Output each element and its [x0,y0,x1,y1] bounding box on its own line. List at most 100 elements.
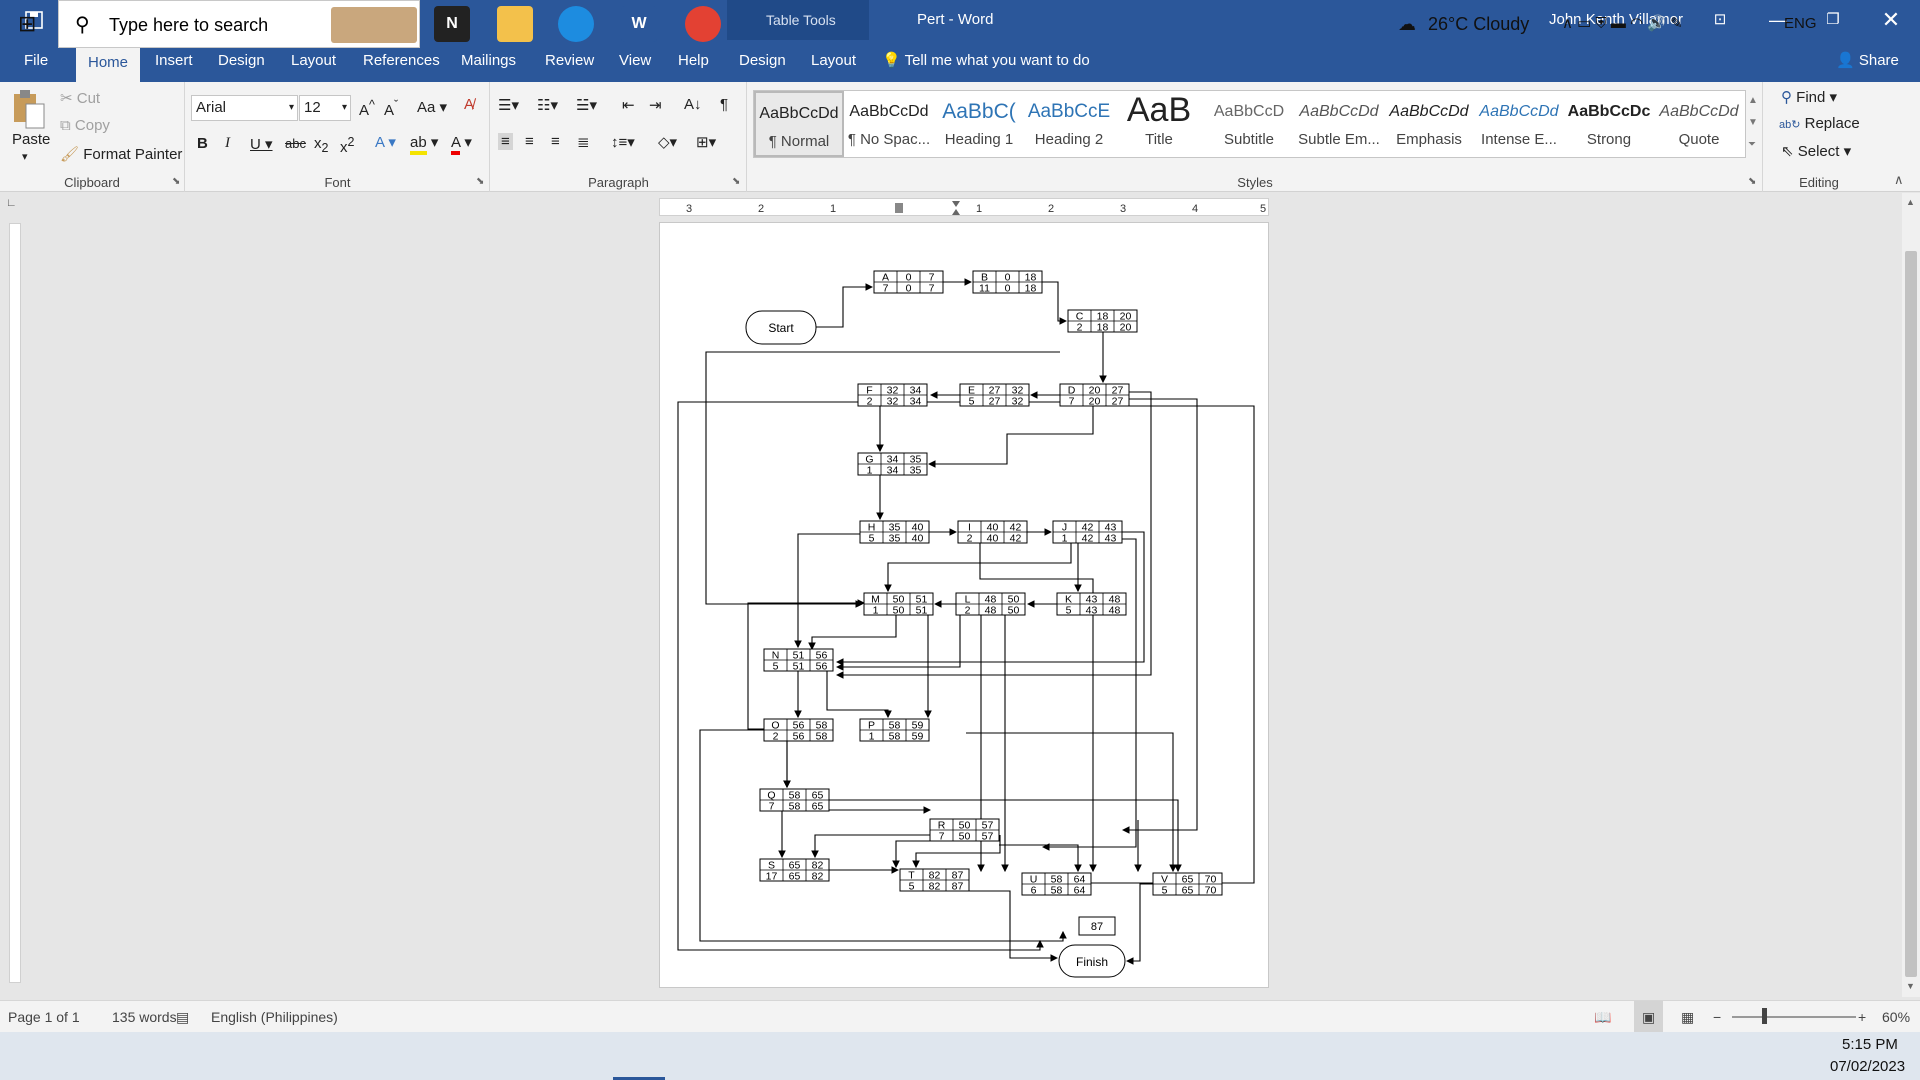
font-color-icon[interactable]: A ▾ [451,133,472,155]
weather-text[interactable]: 26°C Cloudy [1428,14,1530,34]
indent-marker[interactable] [952,201,960,215]
scroll-up-icon[interactable]: ▲ [1906,197,1915,207]
style-heading-1[interactable]: AaBbC(Heading 1 [934,91,1024,157]
tab-layout[interactable]: Layout [291,52,337,69]
change-case-icon[interactable]: Aa ▾ [417,99,448,116]
vertical-scrollbar[interactable]: ▲ ▼ [1902,193,1920,997]
word-app-icon[interactable]: W [621,6,657,42]
paragraph-launcher-icon[interactable]: ⬊ [732,176,741,187]
clear-formatting-icon[interactable]: A̸ [464,96,475,113]
save-icon[interactable] [24,0,44,40]
minimize-button[interactable]: — [1769,10,1787,30]
zoom-slider[interactable] [1732,1016,1856,1018]
paste-button[interactable]: Paste [12,131,51,148]
borders-icon[interactable]: ⊞▾ [696,134,717,151]
shrink-font-icon[interactable]: Aˇ [384,98,399,119]
text-effects-icon[interactable]: A ▾ [375,134,396,151]
tab-insert[interactable]: Insert [155,52,193,69]
zoom-slider-thumb[interactable] [1762,1008,1767,1024]
gallery-scroll-icons[interactable]: ▲▼⏷ [1748,95,1758,150]
decrease-indent-icon[interactable]: ⇤ [622,97,635,114]
clock-date[interactable]: 07/02/2023 [1830,1058,1906,1075]
numbering-icon[interactable]: ☷▾ [537,97,558,114]
input-language[interactable]: ENG [1784,15,1817,32]
clock-time[interactable]: 5:15 PM [1842,1036,1898,1053]
collapse-ribbon-icon[interactable]: ∧ [1894,172,1904,187]
tab-design[interactable]: Design [218,52,265,69]
tab-view[interactable]: View [619,52,652,69]
shading-icon[interactable]: ◇▾ [658,134,678,151]
line-spacing-icon[interactable]: ↕≡▾ [611,134,635,151]
underline-icon[interactable]: U ▾ [250,136,273,153]
taskbar-search[interactable]: ⚲ Type here to search [58,0,420,48]
align-center-icon[interactable]: ≡ [525,133,534,150]
align-left-icon[interactable]: ≡ [498,133,513,150]
paste-dropdown-icon[interactable]: ▾ [22,151,28,163]
indent-marker[interactable] [895,203,903,213]
grow-font-icon[interactable]: A^ [359,98,375,119]
multilevel-list-icon[interactable]: ☱▾ [576,97,597,114]
cut-button[interactable]: ✂ Cut [60,89,100,107]
page-count[interactable]: Page 1 of 1 [8,1009,80,1025]
subscript-icon[interactable]: x2 [314,135,329,155]
tab-review[interactable]: Review [545,52,595,69]
tab-selector-icon[interactable]: ∟ [6,197,17,209]
windows-start-icon[interactable]: ⊞ [18,11,37,36]
language-indicator[interactable]: English (Philippines) [211,1009,338,1025]
superscript-icon[interactable]: x2 [340,135,355,156]
tray-icons[interactable]: ∧ ▭ ⛨ ▬ ◠ 🔊 ✎ [1562,15,1683,32]
proofing-icon[interactable]: ▤ [176,1009,190,1025]
tab-table-design[interactable]: Design [739,52,786,69]
start-terminal[interactable]: Start [745,310,817,345]
chrome-browser-icon[interactable] [685,6,721,42]
zoom-in-icon[interactable]: + [1858,1009,1867,1025]
clipboard-launcher-icon[interactable]: ⬊ [172,176,181,187]
paste-icon[interactable] [12,88,46,129]
edge-browser-icon[interactable] [558,6,594,42]
weather-cloud-icon[interactable]: ☁ [1398,14,1416,34]
user-name[interactable]: John Kenth Villamor [1549,11,1683,28]
scroll-down-icon[interactable]: ▼ [1906,981,1915,991]
scroll-thumb[interactable] [1905,251,1917,977]
zoom-level[interactable]: 60% [1882,1009,1911,1025]
justify-icon[interactable]: ≣ [577,134,590,151]
tab-file[interactable]: File [24,52,49,69]
tab-mailings[interactable]: Mailings [461,52,517,69]
web-layout-icon[interactable]: ▦ [1681,1009,1695,1025]
align-right-icon[interactable]: ≡ [551,133,560,150]
tab-table-layout[interactable]: Layout [811,52,857,69]
replace-button[interactable]: ab↻ Replace [1779,115,1860,132]
share-button[interactable]: 👤 Share [1834,40,1901,82]
copy-button[interactable]: ⧉ Copy [60,117,110,134]
zoom-out-icon[interactable]: − [1713,1009,1722,1025]
strikethrough-icon[interactable]: abc [285,136,306,151]
file-explorer-icon[interactable] [497,6,533,42]
